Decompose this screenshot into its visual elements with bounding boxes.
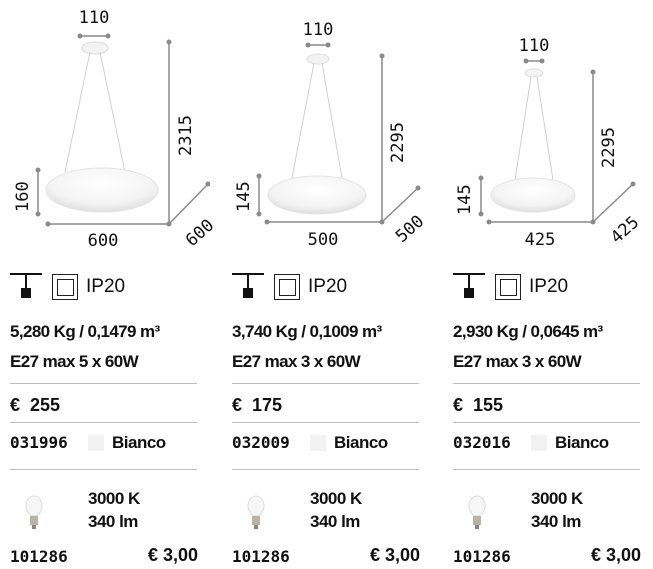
divider	[10, 422, 197, 423]
ceiling-mount-icon	[232, 273, 264, 298]
bulb-icon	[247, 495, 265, 529]
divider	[453, 469, 640, 470]
lamp-spec: E27 max 3 x 60W	[232, 352, 361, 371]
product-column-2: 110 2295 145 500 500 IP20 3,740 Kg / 0,1…	[232, 0, 432, 569]
canopy-dimension: 110	[302, 20, 334, 40]
bulb-price: € 3,00	[147, 545, 198, 565]
ip-protection-icon	[495, 274, 521, 300]
luminous-flux: 340 lm	[310, 512, 360, 531]
color-swatch	[310, 435, 326, 451]
price-value: 155	[473, 395, 504, 415]
ip-rating: IP20	[308, 276, 348, 297]
color-swatch	[88, 435, 104, 451]
pendant-lamp-drawing	[35, 33, 210, 227]
product-column-1: 110 2315 160 600 600 IP20 5,280 Kg / 0,1…	[10, 0, 218, 569]
weight-volume: 3,740 Kg / 0,1009 m³	[232, 322, 382, 341]
pendant-lamp-drawing	[478, 58, 636, 225]
ip-protection-icon	[52, 274, 78, 300]
luminous-flux: 340 lm	[88, 512, 138, 531]
bulb-code: 101286	[10, 547, 68, 566]
price: €255	[10, 395, 60, 416]
product-code: 031996	[10, 433, 68, 452]
width-dimension: 425	[524, 230, 556, 250]
ip-rating: IP20	[86, 276, 126, 297]
shade-height-dimension: 145	[234, 181, 254, 212]
color-temperature: 3000 K	[531, 489, 583, 508]
weight-volume: 2,930 Kg / 0,0645 m³	[453, 322, 603, 341]
finish-name: Bianco	[112, 433, 166, 452]
product-column-3: 110 2295 145 425 425 IP20 2,930 Kg / 0,0…	[453, 0, 653, 569]
bulb-price: € 3,00	[369, 545, 420, 565]
bulb-price: € 3,00	[590, 545, 641, 565]
height-dimension: 2295	[599, 127, 619, 168]
divider	[453, 422, 640, 423]
divider	[232, 469, 419, 470]
color-swatch	[531, 435, 547, 451]
currency-symbol: €	[232, 395, 243, 415]
divider	[232, 422, 419, 423]
height-dimension: 2295	[388, 122, 408, 163]
width-dimension: 600	[87, 231, 119, 251]
bulb-code: 101286	[453, 547, 511, 566]
divider	[232, 383, 419, 384]
spec-icons: IP20	[232, 272, 432, 306]
height-dimension: 2315	[176, 115, 196, 156]
canopy-dimension: 110	[518, 36, 550, 56]
product-code: 032009	[232, 433, 290, 452]
finish-name: Bianco	[555, 433, 609, 452]
luminous-flux: 340 lm	[531, 512, 581, 531]
price-value: 175	[252, 395, 283, 415]
ceiling-mount-icon	[10, 273, 42, 298]
canopy-dimension: 110	[78, 8, 110, 28]
price: €155	[453, 395, 503, 416]
lamp-spec: E27 max 3 x 60W	[453, 352, 582, 371]
divider	[453, 383, 640, 384]
width-dimension: 500	[307, 230, 339, 250]
shade-height-dimension: 145	[455, 184, 475, 215]
pendant-lamp-drawing	[256, 42, 421, 225]
color-temperature: 3000 K	[310, 489, 362, 508]
ip-rating: IP20	[529, 276, 569, 297]
divider	[10, 383, 197, 384]
spec-icons: IP20	[453, 272, 653, 306]
currency-symbol: €	[453, 395, 464, 415]
ip-protection-icon	[274, 274, 300, 300]
product-code: 032016	[453, 433, 511, 452]
divider	[10, 469, 197, 470]
weight-volume: 5,280 Kg / 0,1479 m³	[10, 322, 160, 341]
shade-height-dimension: 160	[13, 181, 33, 212]
bulb-icon	[468, 495, 486, 529]
bulb-code: 101286	[232, 547, 290, 566]
currency-symbol: €	[10, 395, 21, 415]
spec-icons: IP20	[10, 272, 210, 306]
color-temperature: 3000 K	[88, 489, 140, 508]
price-value: 255	[30, 395, 61, 415]
bulb-icon	[25, 495, 43, 529]
ceiling-mount-icon	[453, 273, 485, 298]
price: €175	[232, 395, 282, 416]
lamp-spec: E27 max 5 x 60W	[10, 352, 139, 371]
finish-name: Bianco	[334, 433, 388, 452]
